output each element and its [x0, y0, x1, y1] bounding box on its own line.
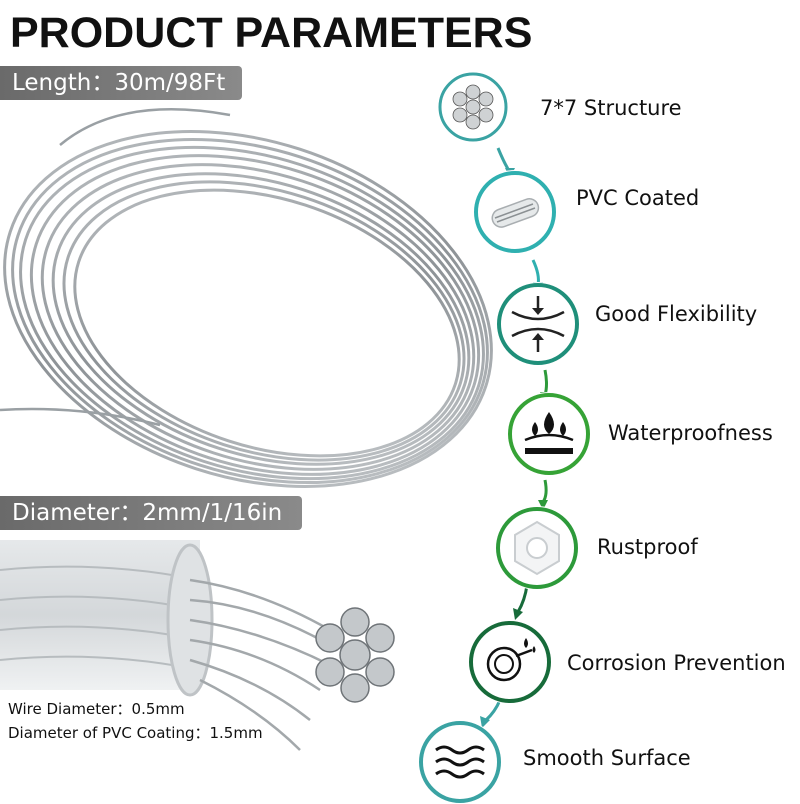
feature-label: PVC Coated: [576, 186, 700, 210]
page-title: PRODUCT PARAMETERS: [10, 9, 533, 57]
cable-closeup-image: [0, 540, 395, 751]
feature-label: Waterproofness: [608, 421, 773, 445]
hex-nut-icon: [495, 506, 579, 590]
coiled-cable-image: [0, 108, 493, 488]
water-drops-icon: [507, 392, 591, 476]
diameter-tag: Diameter：2mm/1/16in: [0, 496, 302, 530]
wave-lines-icon: [418, 720, 502, 804]
feature-label: 7*7 Structure: [540, 96, 682, 120]
feature-label: Smooth Surface: [523, 746, 691, 770]
feature-label: Good Flexibility: [595, 302, 758, 326]
flexibility-arrows-icon: [496, 282, 580, 366]
pvc-coating-spec: Diameter of PVC Coating：1.5mm: [8, 724, 263, 742]
wire-diameter-spec: Wire Diameter：0.5mm: [8, 700, 185, 718]
coated-cable-icon: [473, 170, 557, 254]
pipe-protection-icon: [468, 620, 552, 704]
feature-label: Rustproof: [597, 535, 698, 559]
length-tag: Length：30m/98Ft: [0, 66, 242, 100]
wire-strand-cross-section-icon: [438, 72, 508, 142]
feature-label: Corrosion Prevention: [567, 651, 786, 675]
